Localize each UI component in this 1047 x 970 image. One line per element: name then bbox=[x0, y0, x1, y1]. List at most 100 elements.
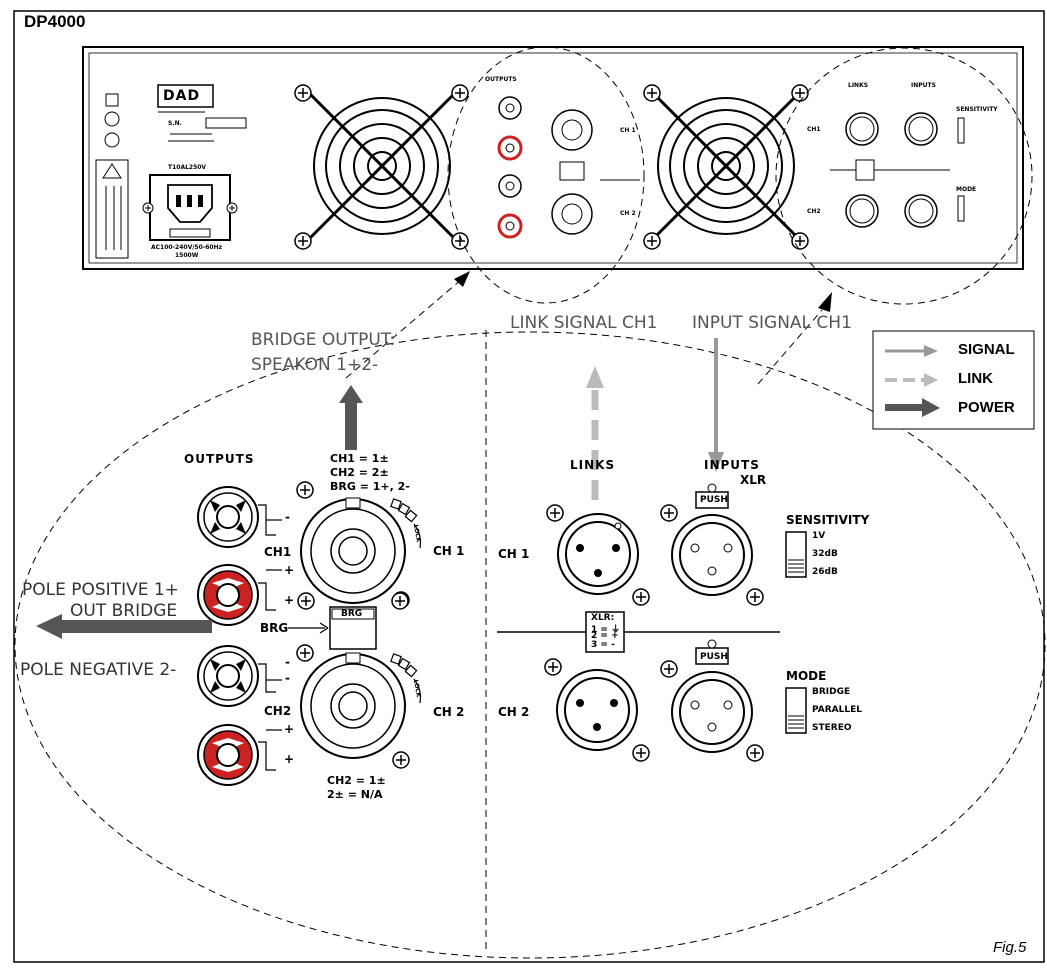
links-heading: LINKS bbox=[570, 458, 616, 472]
ch1-plus-sign-2: + bbox=[284, 593, 295, 607]
brand-name: DAD bbox=[163, 88, 201, 104]
mains-label: AC100-240V/50-60Hz bbox=[151, 244, 223, 251]
speakon-ch2-label: CH 2 bbox=[433, 705, 465, 719]
legend-power-label: POWER bbox=[958, 399, 1015, 416]
annotation-bridge-output: BRIDGE OUTPUT: bbox=[251, 330, 396, 350]
inputs-zoom-circle bbox=[775, 47, 1033, 305]
brg-switch-label: BRG bbox=[341, 609, 363, 619]
socket-screw-right bbox=[226, 202, 238, 214]
outputs-ch2-label: CH2 bbox=[264, 704, 292, 718]
legend-signal-label: SIGNAL bbox=[958, 341, 1015, 358]
annotation-input-signal: INPUT SIGNAL CH1 bbox=[692, 313, 852, 333]
fan-screw bbox=[294, 232, 312, 250]
fan-screw bbox=[791, 232, 809, 250]
legend-power-swatch bbox=[885, 404, 923, 411]
warning-label bbox=[95, 159, 129, 259]
xlr-pin-2: 2 = + bbox=[591, 631, 619, 641]
ch2-minus-sign: - bbox=[285, 655, 290, 669]
fan-screw bbox=[643, 232, 661, 250]
zoom-arrow-left bbox=[454, 271, 470, 287]
panel-outputs-label: OUTPUTS bbox=[485, 76, 517, 83]
annotation-out-bridge: OUT BRIDGE bbox=[70, 601, 178, 621]
ch2-plus-sign-2: + bbox=[284, 752, 295, 766]
terminal-ch2-minus bbox=[197, 645, 259, 707]
outputs-zoom-circle bbox=[447, 46, 645, 304]
ch2-plus-sign: + bbox=[284, 722, 295, 736]
figure-label: Fig.5 bbox=[993, 939, 1027, 956]
mode-heading: MODE bbox=[786, 669, 827, 683]
ch1-pin-1: CH1 = 1± bbox=[330, 452, 389, 465]
outer-border bbox=[13, 10, 1045, 963]
push-label-ch1: PUSH bbox=[700, 495, 728, 505]
terminal-ch1-plus bbox=[197, 564, 259, 626]
serial-label: S.N. bbox=[168, 120, 182, 127]
annotation-speakon: SPEAKON 1+2- bbox=[251, 355, 379, 375]
terminal-ch1-minus bbox=[197, 486, 259, 548]
speakon-ch1 bbox=[300, 498, 406, 604]
mode-option-stereo[interactable]: STEREO bbox=[812, 723, 852, 733]
power-rating-label: 1500W bbox=[175, 252, 199, 259]
link-signal-arrow bbox=[586, 366, 604, 508]
sensitivity-heading: SENSITIVITY bbox=[786, 513, 870, 527]
outputs-detail bbox=[197, 481, 421, 786]
ch1-pin-3: BRG = 1+, 2- bbox=[330, 480, 410, 493]
xlr-pin-title: XLR: bbox=[591, 613, 615, 623]
outputs-ch1-label: CH1 bbox=[264, 545, 292, 559]
xlr-pin-3: 3 = - bbox=[591, 640, 615, 650]
annotation-link-signal: LINK SIGNAL CH1 bbox=[510, 313, 658, 333]
panel-ch2-label: CH 2 bbox=[620, 210, 636, 217]
input-signal-arrow bbox=[708, 338, 724, 472]
panel-mode-label: MODE bbox=[956, 186, 977, 193]
xlr-link-ch1 bbox=[546, 504, 650, 606]
inputs-ch1-label: CH 1 bbox=[498, 547, 530, 561]
speakon-screw bbox=[296, 481, 314, 499]
panel-inputs-label: INPUTS bbox=[911, 82, 936, 89]
sensitivity-switch[interactable] bbox=[785, 531, 807, 578]
speakon-ch2 bbox=[300, 653, 406, 759]
xlr-link-ch2 bbox=[544, 658, 650, 762]
panel-sensitivity-label: SENSITIVITY bbox=[956, 106, 998, 113]
socket-screw-left bbox=[142, 202, 154, 214]
annotation-pole-positive: POLE POSITIVE 1+ bbox=[22, 580, 179, 600]
sensitivity-option-26db[interactable]: 26dB bbox=[812, 567, 838, 577]
ground-icon bbox=[104, 132, 120, 148]
panel-ch1-label: CH 1 bbox=[620, 127, 636, 134]
fuse-label: T10AL250V bbox=[168, 164, 207, 171]
terminal-ch2-plus bbox=[197, 724, 259, 786]
xlr-input-ch2 bbox=[660, 639, 764, 762]
weee-icon bbox=[105, 93, 119, 107]
inputs-detail bbox=[497, 483, 807, 762]
mode-option-parallel[interactable]: PARALLEL bbox=[812, 705, 862, 715]
ch1-minus-sign: - bbox=[285, 510, 290, 524]
legend bbox=[872, 330, 1035, 430]
panel-in-ch1-label: CH1 bbox=[807, 126, 821, 133]
xlr-pinout-box bbox=[585, 611, 625, 653]
fan-screw bbox=[643, 84, 661, 102]
ce-icon bbox=[104, 111, 120, 127]
page-title: DP4000 bbox=[24, 12, 86, 31]
sensitivity-option-32db[interactable]: 32dB bbox=[812, 549, 838, 559]
xlr-heading: XLR bbox=[740, 473, 767, 487]
annotation-pole-negative: POLE NEGATIVE 2- bbox=[20, 660, 177, 680]
brg-screw bbox=[297, 592, 315, 610]
brg-label: BRG bbox=[260, 621, 289, 635]
sensitivity-option-1v[interactable]: 1V bbox=[812, 531, 826, 541]
outputs-heading: OUTPUTS bbox=[184, 452, 255, 466]
ch1-plus-sign: + bbox=[284, 563, 295, 577]
ch2-minus-sign-2: - bbox=[285, 671, 290, 685]
xlr-input-ch1 bbox=[660, 483, 764, 606]
legend-link-label: LINK bbox=[958, 370, 993, 387]
speakon-ch1-label: CH 1 bbox=[433, 544, 465, 558]
out-bridge-power-arrow bbox=[36, 614, 212, 639]
bridge-power-arrow bbox=[339, 385, 363, 450]
brand-logo bbox=[157, 84, 214, 108]
zoom-arrow-right bbox=[818, 292, 832, 312]
mode-option-bridge[interactable]: BRIDGE bbox=[812, 687, 851, 697]
detail-ellipse bbox=[14, 331, 1046, 959]
speakon-screw bbox=[392, 751, 410, 769]
mode-switch[interactable] bbox=[785, 687, 807, 734]
ch1-pin-2: CH2 = 2± bbox=[330, 466, 389, 479]
inputs-heading: INPUTS bbox=[704, 458, 760, 472]
panel-in-ch2-label: CH2 bbox=[807, 208, 821, 215]
